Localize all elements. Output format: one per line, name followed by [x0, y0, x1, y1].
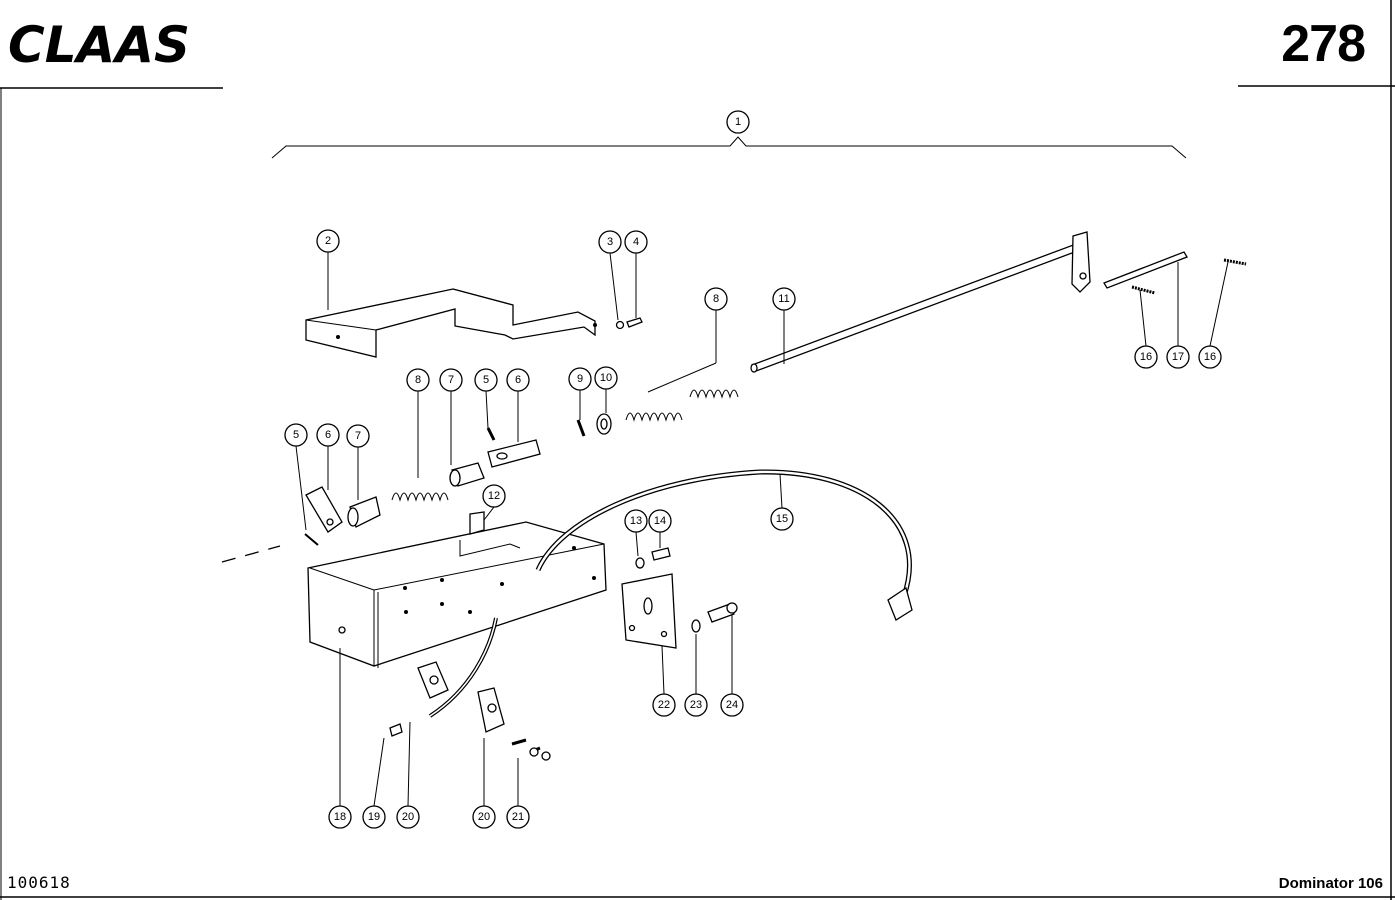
callout-20: 20 [396, 805, 420, 829]
svg-text:6: 6 [325, 429, 331, 441]
leader-lines [295, 252, 1229, 807]
document-id: 100618 [7, 873, 71, 892]
callout-20: 20 [472, 805, 496, 829]
page-number: 278 [1281, 15, 1366, 73]
svg-text:15: 15 [776, 513, 788, 525]
callout-12: 12 [482, 484, 506, 508]
callout-23: 23 [684, 693, 708, 717]
callout-8: 8 [406, 368, 430, 392]
svg-text:8: 8 [713, 293, 719, 305]
svg-text:9: 9 [577, 373, 583, 385]
callout-7: 7 [346, 424, 370, 448]
svg-text:5: 5 [483, 374, 489, 386]
svg-text:5: 5 [293, 429, 299, 441]
callout-10: 10 [594, 366, 618, 390]
svg-text:6: 6 [515, 374, 521, 386]
svg-text:12: 12 [488, 490, 500, 502]
svg-text:19: 19 [368, 811, 380, 823]
model-name: Dominator 106 [1278, 875, 1383, 892]
svg-text:17: 17 [1172, 351, 1184, 363]
svg-text:23: 23 [690, 699, 702, 711]
callout-2: 2 [316, 229, 340, 253]
callout-15: 15 [770, 507, 794, 531]
callout-22: 22 [652, 693, 676, 717]
assembly-brace [271, 136, 1187, 159]
svg-text:20: 20 [478, 811, 490, 823]
callout-21: 21 [506, 805, 530, 829]
spring-left-shape [391, 492, 449, 502]
svg-text:3: 3 [607, 236, 613, 248]
svg-text:14: 14 [654, 515, 666, 527]
svg-text:16: 16 [1140, 351, 1152, 363]
callout-3: 3 [598, 230, 622, 254]
cover-plate-shape [305, 288, 596, 358]
svg-text:7: 7 [355, 430, 361, 442]
svg-text:10: 10 [600, 372, 612, 384]
callout-6: 6 [506, 368, 530, 392]
callout-8: 8 [704, 287, 728, 311]
callout-4: 4 [624, 230, 648, 254]
spring-right-shape [625, 389, 739, 422]
brand-logo-text: CLAAS [8, 18, 190, 70]
svg-text:16: 16 [1204, 351, 1216, 363]
callout-13: 13 [624, 509, 648, 533]
svg-text:24: 24 [726, 699, 738, 711]
callout-24: 24 [720, 693, 744, 717]
svg-text:18: 18 [334, 811, 346, 823]
callout-11: 11 [772, 287, 796, 311]
svg-text:22: 22 [658, 699, 670, 711]
callout-5: 5 [284, 423, 308, 447]
svg-text:1: 1 [735, 116, 741, 128]
svg-text:8: 8 [415, 374, 421, 386]
callout-7: 7 [439, 368, 463, 392]
callout-17: 17 [1166, 345, 1190, 369]
callout-1: 1 [726, 110, 750, 134]
svg-text:2: 2 [325, 235, 331, 247]
svg-text:21: 21 [512, 811, 524, 823]
callout-16: 16 [1198, 345, 1222, 369]
svg-text:13: 13 [630, 515, 642, 527]
callout-14: 14 [648, 509, 672, 533]
long-rod-shape [751, 243, 1081, 372]
callout-19: 19 [362, 805, 386, 829]
callout-9: 9 [568, 367, 592, 391]
svg-text:4: 4 [633, 236, 639, 248]
claas-logo: CLAAS [8, 18, 190, 70]
callout-18: 18 [328, 805, 352, 829]
callout-16: 16 [1134, 345, 1158, 369]
svg-text:7: 7 [448, 374, 454, 386]
housing-shape [307, 521, 607, 668]
callout-6: 6 [316, 423, 340, 447]
callout-5: 5 [474, 368, 498, 392]
svg-text:11: 11 [778, 293, 789, 305]
svg-text:20: 20 [402, 811, 414, 823]
